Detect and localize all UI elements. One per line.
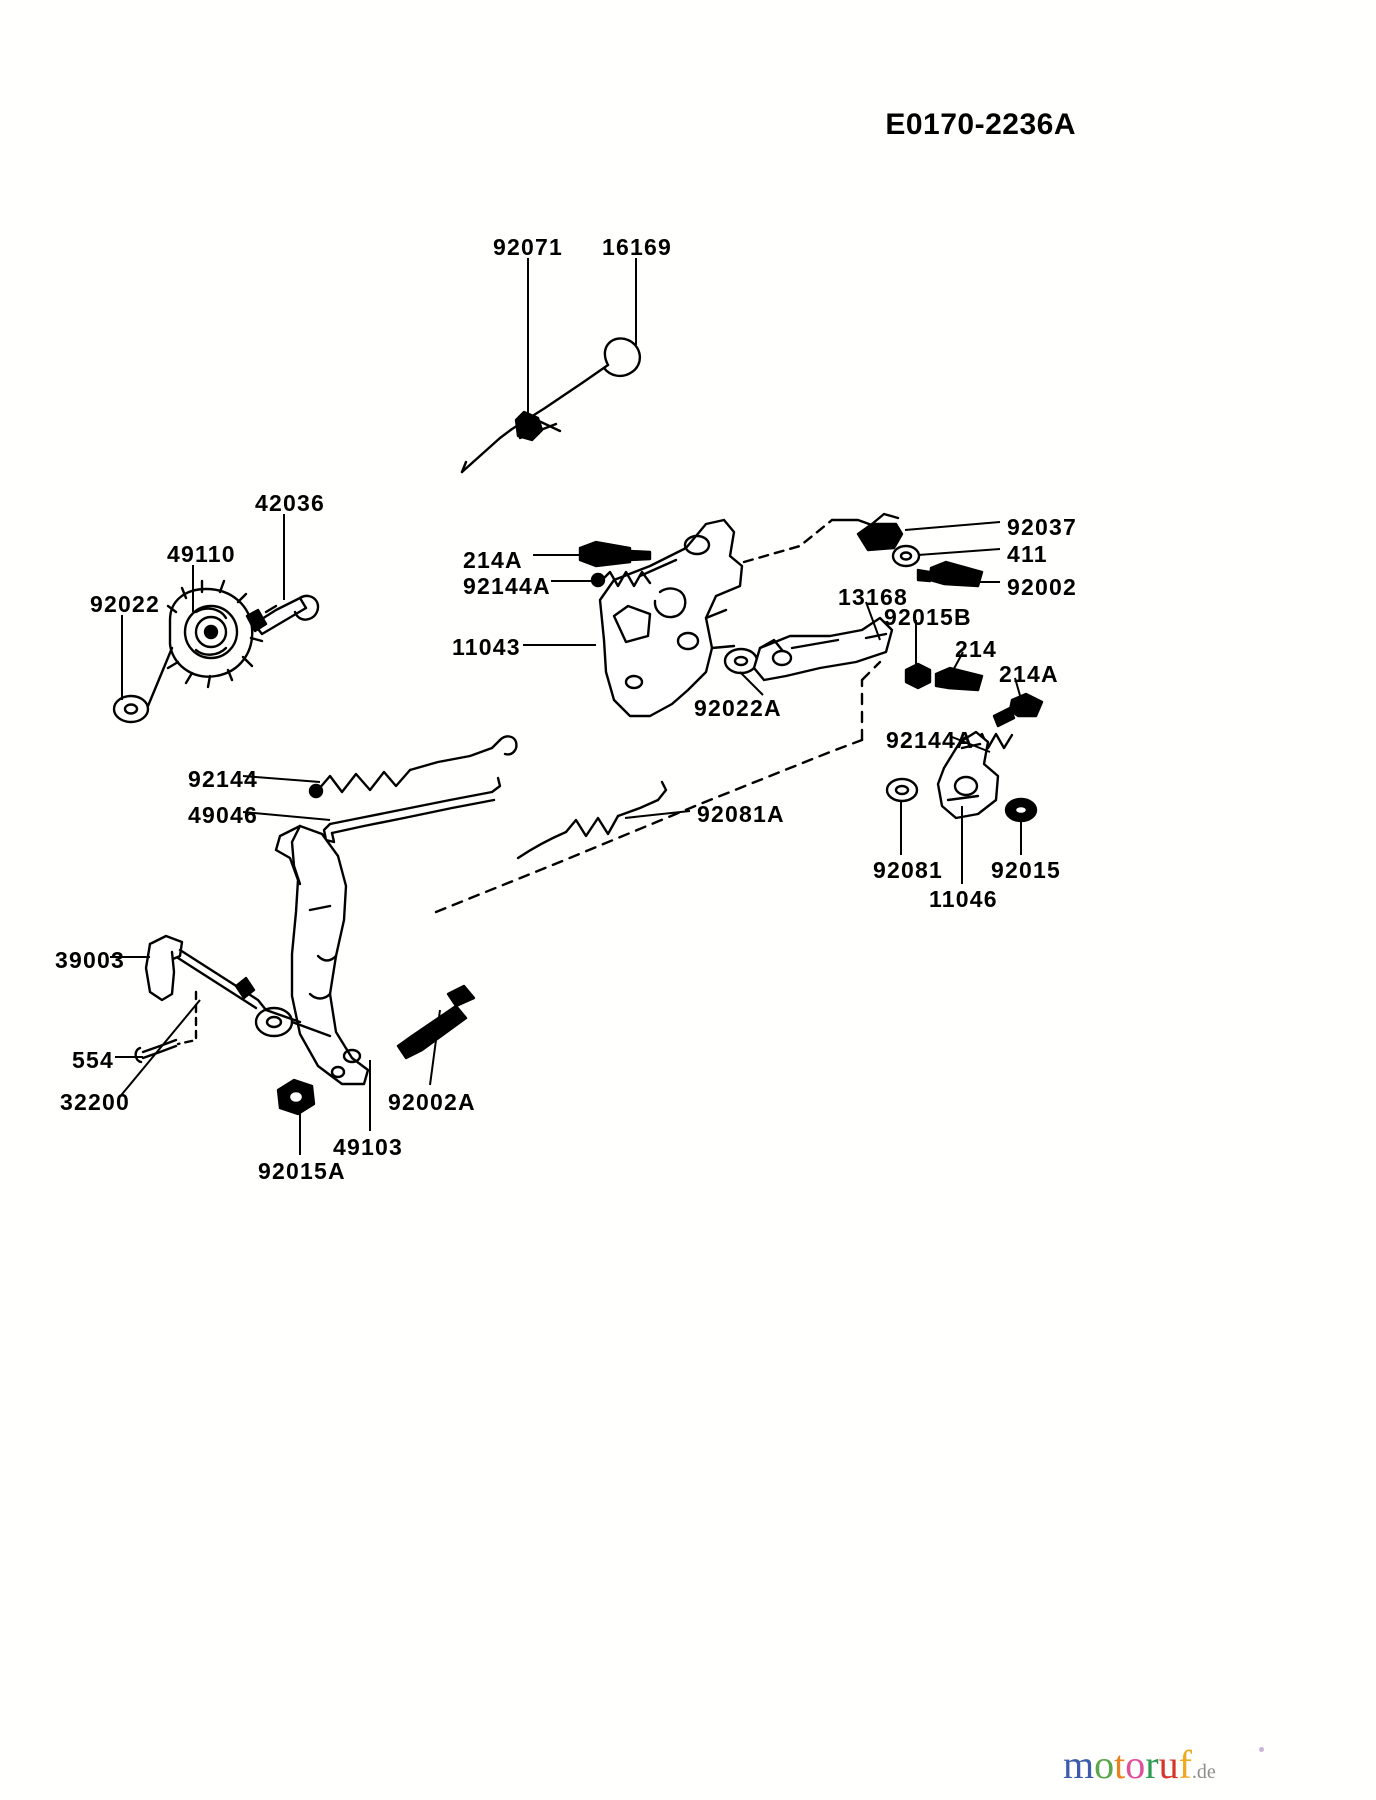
part-92071-clip bbox=[514, 410, 562, 442]
watermark-letter: u bbox=[1158, 1742, 1179, 1787]
leader-line bbox=[1014, 677, 1024, 707]
part-49046-rod bbox=[322, 776, 502, 844]
watermark-accent-dot bbox=[1259, 1747, 1264, 1752]
leader-line bbox=[917, 548, 1001, 556]
callout-16169: 16169 bbox=[602, 234, 672, 260]
part-92037-clip bbox=[856, 512, 904, 552]
part-92081-washer-right bbox=[885, 777, 919, 803]
callout-11046: 11046 bbox=[929, 886, 998, 912]
callout-92002A: 92002A bbox=[388, 1089, 476, 1115]
assembly-path-upper bbox=[742, 518, 834, 564]
part-11043-bracket bbox=[598, 518, 744, 718]
part-13168-lever bbox=[752, 616, 894, 682]
watermark-letter: m bbox=[1063, 1742, 1095, 1787]
part-411-washer bbox=[891, 544, 921, 568]
part-92022-washer bbox=[112, 694, 150, 724]
callout-92002: 92002 bbox=[1007, 574, 1077, 600]
callout-214A: 214A bbox=[999, 661, 1059, 687]
callout-92144A: 92144A bbox=[886, 727, 974, 753]
callout-92037: 92037 bbox=[1007, 514, 1077, 540]
leader-line bbox=[624, 810, 691, 819]
link-92022-to-body bbox=[146, 646, 174, 708]
leader-bracket-92037 bbox=[830, 518, 882, 530]
leader-line bbox=[117, 999, 201, 1100]
assembly-axis-join bbox=[860, 660, 882, 682]
assembly-path-554 bbox=[176, 990, 198, 1046]
part-92144-spring bbox=[308, 735, 518, 799]
leader-line bbox=[429, 1009, 441, 1086]
part-42036-shaft bbox=[245, 594, 320, 636]
part-214A-bolt-lower bbox=[992, 692, 1044, 728]
callout-92081: 92081 bbox=[873, 857, 943, 883]
watermark-letter: r bbox=[1145, 1742, 1159, 1787]
part-92022A-washer bbox=[723, 647, 759, 675]
part-92015-nut-right bbox=[1004, 797, 1038, 823]
part-92015B-nut bbox=[904, 662, 932, 690]
part-214A-bolt-upper bbox=[578, 540, 652, 568]
watermark-letter: t bbox=[1114, 1742, 1126, 1787]
part-49103-lever bbox=[274, 824, 370, 1086]
watermark-letter: o bbox=[1094, 1742, 1115, 1787]
leader-line bbox=[951, 736, 991, 753]
watermark-suffix: .de bbox=[1191, 1761, 1216, 1783]
callout-92022A: 92022A bbox=[694, 695, 782, 721]
part-49110-body bbox=[166, 579, 264, 689]
part-554-cotter-pin bbox=[134, 1038, 178, 1064]
part-39003-rod bbox=[144, 934, 268, 1012]
callout-92144A: 92144A bbox=[463, 573, 551, 599]
watermark-letter: f bbox=[1178, 1742, 1192, 1787]
callout-42036: 42036 bbox=[255, 490, 325, 516]
callout-92015B: 92015B bbox=[884, 604, 972, 630]
callout-39003: 39003 bbox=[55, 947, 125, 973]
leader-line bbox=[949, 651, 964, 677]
leader-line bbox=[904, 521, 1001, 531]
callout-32200: 32200 bbox=[60, 1089, 130, 1115]
leader-line bbox=[242, 775, 321, 783]
callout-214A: 214A bbox=[463, 547, 523, 573]
callout-92081A: 92081A bbox=[697, 801, 785, 827]
callout-49103: 49103 bbox=[333, 1134, 403, 1160]
part-92015A-nut bbox=[276, 1078, 316, 1116]
callout-554: 554 bbox=[72, 1047, 114, 1073]
leader-line bbox=[865, 601, 881, 641]
leader-lines bbox=[110, 258, 1024, 1155]
callout-92144: 92144 bbox=[188, 766, 258, 792]
callout-49046: 49046 bbox=[188, 802, 258, 828]
callout-411: 411 bbox=[1007, 541, 1048, 567]
leader-line bbox=[242, 811, 331, 821]
part-92081A-spring bbox=[516, 780, 668, 860]
assembly-axis-center bbox=[434, 738, 864, 914]
callout-92015: 92015 bbox=[991, 857, 1061, 883]
callout-49110: 49110 bbox=[167, 541, 236, 567]
callout-92071: 92071 bbox=[493, 234, 563, 260]
part-92002-bolt bbox=[916, 560, 984, 588]
leader-line bbox=[739, 671, 764, 696]
part-92002A-bolt bbox=[396, 984, 476, 1060]
callout-13168: 13168 bbox=[838, 584, 908, 610]
link-rod-to-hub bbox=[264, 1008, 302, 1024]
link-hub-to-lever bbox=[290, 1020, 332, 1038]
motoruf-watermark: motoruf.de bbox=[1063, 1742, 1264, 1787]
callout-11043: 11043 bbox=[452, 634, 521, 660]
callout-92022: 92022 bbox=[90, 591, 160, 617]
drawing-number: E0170-2236A bbox=[885, 108, 1076, 141]
watermark-letter: o bbox=[1125, 1742, 1146, 1787]
part-11046-arm bbox=[936, 730, 1000, 820]
part-214-bolt bbox=[934, 666, 984, 692]
callout-214: 214 bbox=[955, 636, 997, 662]
part-16169-rod bbox=[460, 337, 641, 474]
callout-92015A: 92015A bbox=[258, 1158, 346, 1184]
